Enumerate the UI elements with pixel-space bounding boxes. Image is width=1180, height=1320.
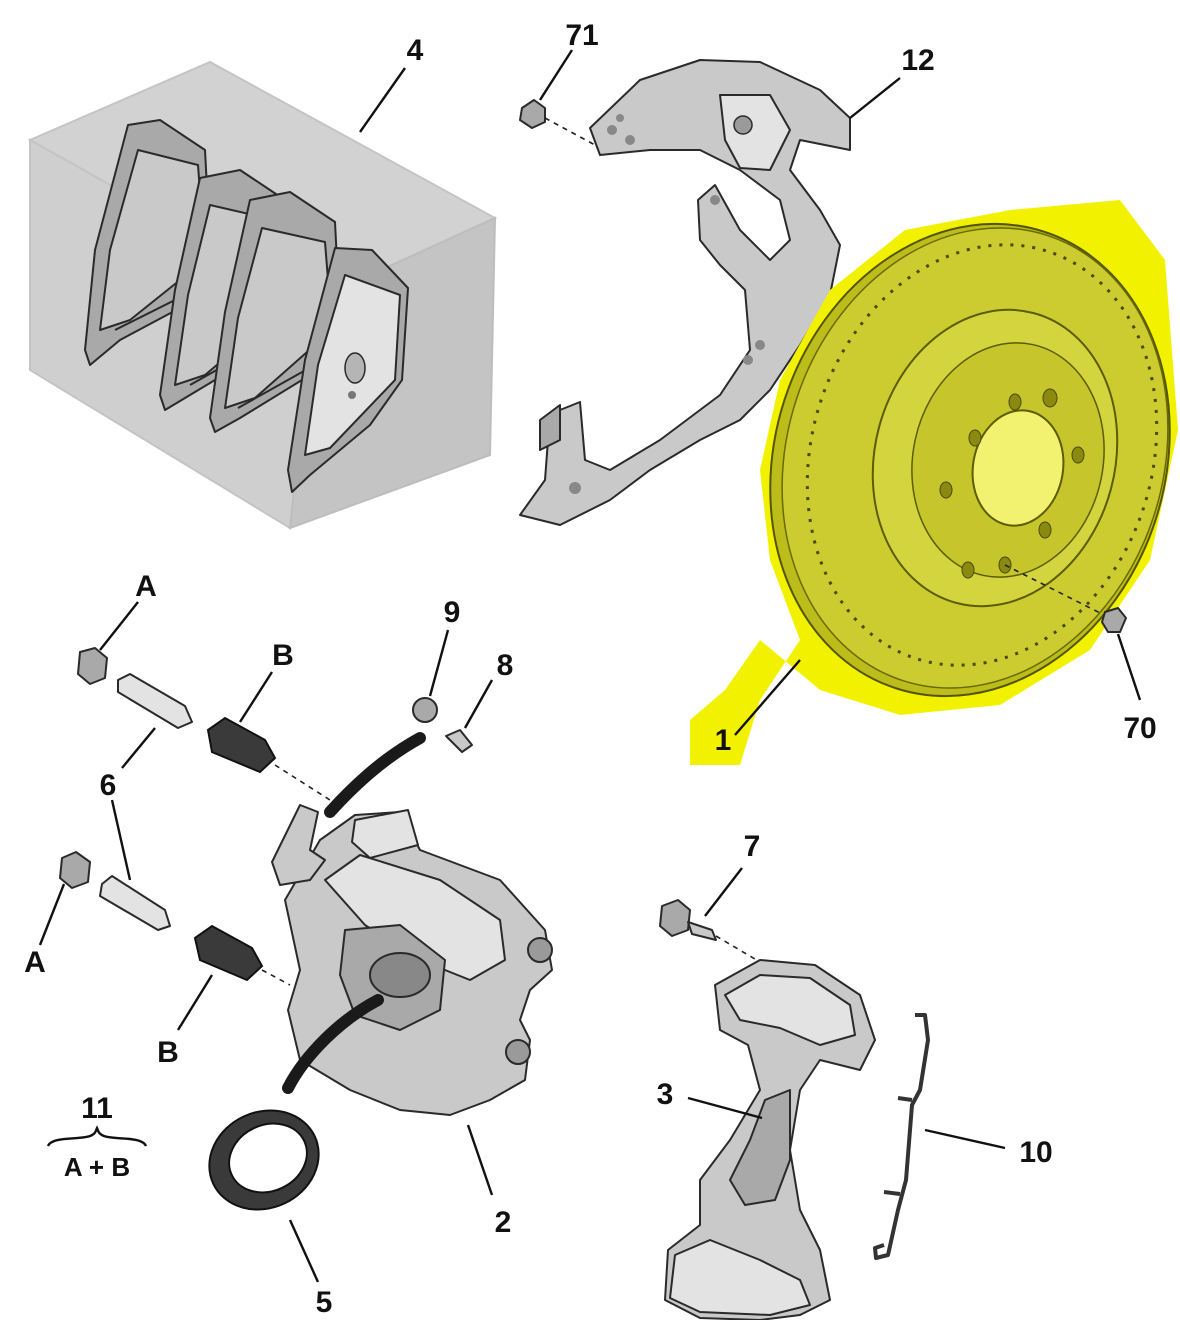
kit-legend: 11 A + B [46, 1092, 148, 1182]
leader-a-top [99, 601, 139, 651]
dust-shield [519, 59, 851, 526]
kit-brace [46, 1125, 148, 1147]
callout-10: 10 [1019, 1136, 1052, 1169]
leader-8 [463, 679, 494, 729]
leader-6-upper [121, 727, 156, 769]
leader-70 [1116, 633, 1142, 701]
disc-bolt-holes [939, 388, 1085, 579]
caliper-body [271, 732, 553, 1116]
leader-b-bottom [176, 974, 214, 1031]
callout-1: 1 [715, 724, 732, 757]
leader-1 [734, 659, 801, 736]
shield-bolt [519, 99, 596, 146]
leader-6-lower [110, 799, 132, 881]
callout-2: 2 [495, 1206, 512, 1239]
callout-12: 12 [901, 44, 934, 77]
brake-disc-highlighted [690, 200, 1178, 765]
callout-b-top: B [272, 639, 294, 672]
callout-71: 71 [565, 19, 598, 52]
leader-10 [924, 1128, 1006, 1150]
callout-5: 5 [316, 1286, 333, 1319]
leader-3 [687, 1096, 763, 1120]
callout-8: 8 [497, 649, 514, 682]
caliper-carrier [664, 959, 876, 1320]
brake-pad-4 [287, 247, 409, 493]
leader-7 [704, 867, 743, 917]
carrier-bolt [659, 899, 761, 963]
disc-screw [1101, 607, 1127, 633]
callout-3: 3 [657, 1078, 674, 1111]
callout-9: 9 [444, 596, 461, 629]
kit-formula: A + B [64, 1152, 130, 1182]
lower-boot-b [193, 924, 264, 982]
callout-70: 70 [1123, 712, 1156, 745]
lower-guide-set [59, 851, 291, 986]
leader-71 [538, 49, 574, 101]
bleed-cap [412, 697, 438, 723]
callout-a-bottom: A [24, 946, 46, 979]
leader-12 [849, 77, 901, 119]
leader-9 [428, 629, 450, 697]
callout-6: 6 [100, 769, 117, 802]
callout-7: 7 [744, 830, 761, 863]
lower-bolt-a [59, 851, 91, 889]
upper-bolt-a [77, 647, 108, 685]
leader-4 [359, 67, 406, 133]
leader-5 [288, 1219, 320, 1283]
lower-guide-pin [99, 875, 171, 931]
upper-boot-b [206, 716, 277, 774]
upper-guide-pin [117, 673, 193, 729]
brake-pad-set [27, 60, 498, 530]
callout-11: 11 [81, 1092, 113, 1125]
callout-b-bottom: B [157, 1036, 179, 1069]
callout-a-top: A [135, 570, 157, 603]
anti-rattle-clip [873, 1013, 930, 1260]
bleed-screw [445, 729, 473, 753]
leader-b-top [238, 671, 274, 723]
callout-4: 4 [407, 34, 424, 67]
leader-2 [466, 1124, 494, 1196]
upper-guide-set [77, 647, 331, 801]
piston-seal-ring [208, 1109, 320, 1211]
leader-a-bottom [38, 883, 66, 946]
